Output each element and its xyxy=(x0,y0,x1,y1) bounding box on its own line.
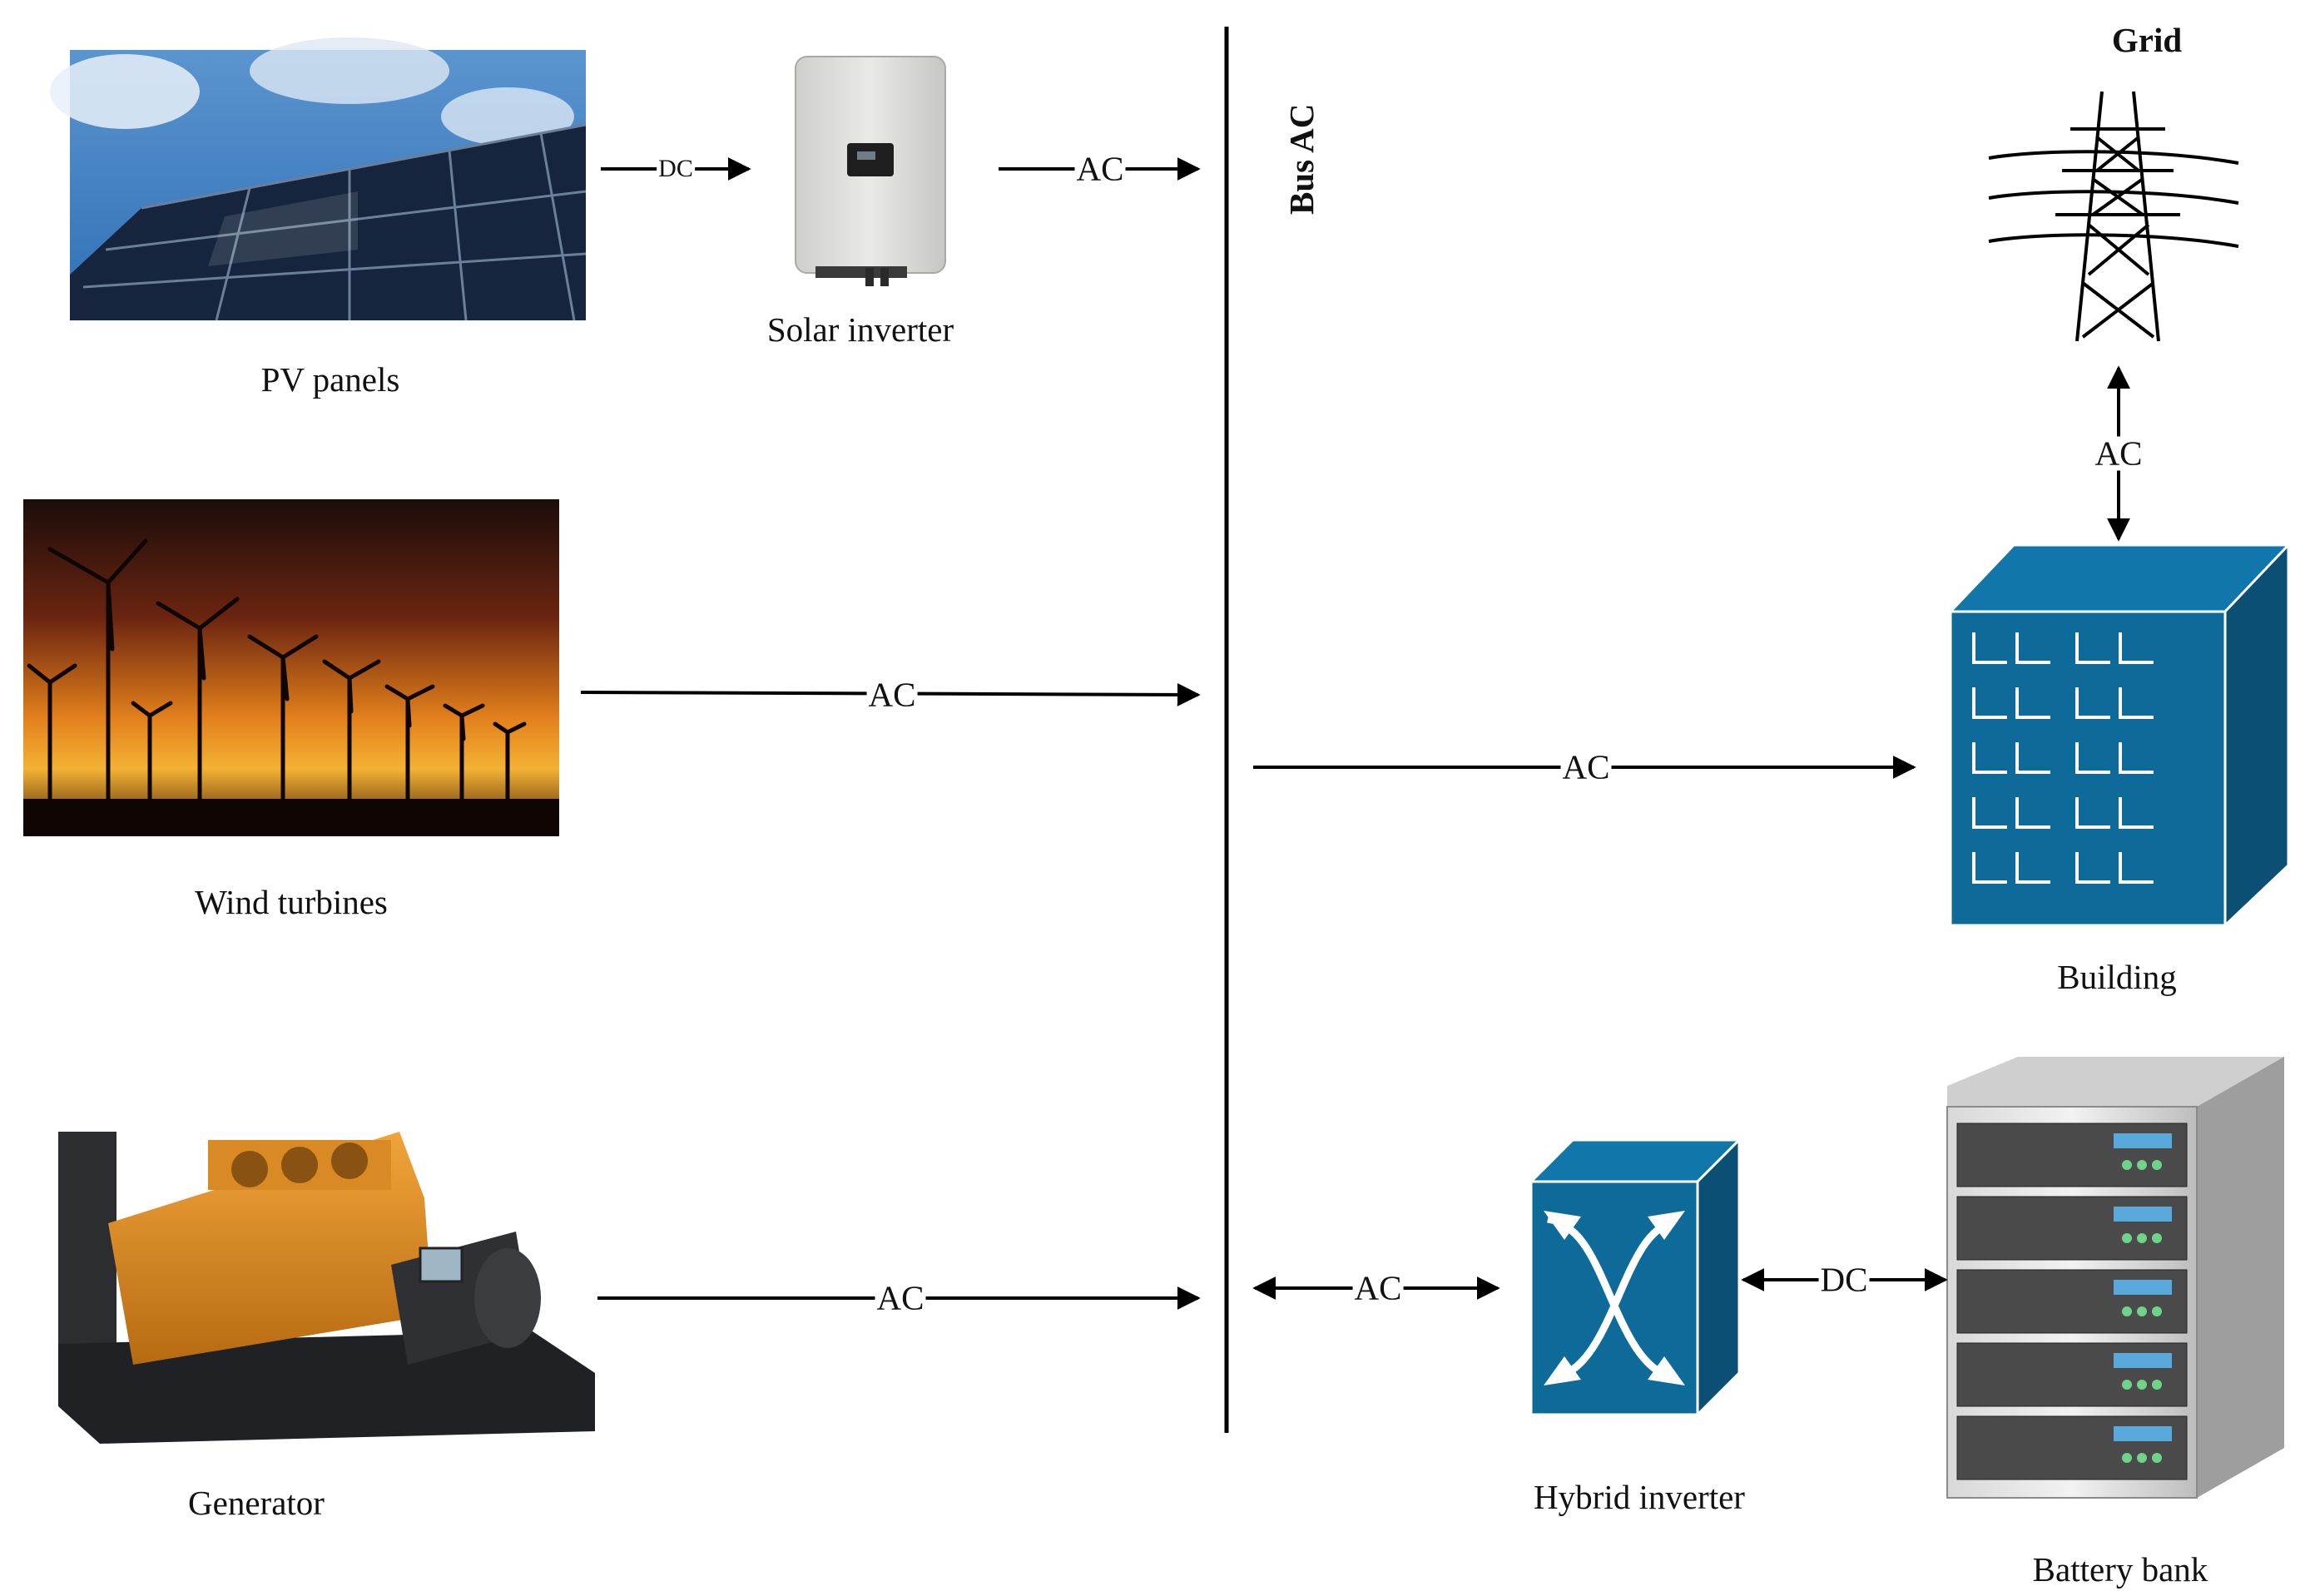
pv-inverter-dc-label: DC xyxy=(657,155,695,182)
building-window xyxy=(2075,797,2110,829)
building-window xyxy=(1972,797,2007,829)
battery-unit-led xyxy=(2137,1453,2147,1463)
building-window xyxy=(2075,632,2110,664)
bus-hybrid-ac-label: AC xyxy=(1352,1268,1404,1307)
generator-bus-ac-label: AC xyxy=(875,1278,926,1317)
battery-bank-icon xyxy=(1946,1057,2284,1499)
battery-unit-led xyxy=(2152,1160,2162,1170)
battery-unit-led xyxy=(2122,1306,2132,1316)
building-window xyxy=(2119,742,2154,774)
battery-unit-led xyxy=(2137,1380,2147,1390)
battery-unit xyxy=(1956,1123,2188,1187)
building-window xyxy=(2075,687,2110,719)
solar-inverter-image xyxy=(795,56,946,286)
building-window xyxy=(1972,742,2007,774)
wind-turbines-label: Wind turbines xyxy=(195,883,388,921)
pv-panels-image xyxy=(50,37,587,321)
building-icon xyxy=(1947,542,2292,929)
battery-unit-led xyxy=(2122,1380,2132,1390)
building-window xyxy=(1972,632,2007,664)
battery-unit-led xyxy=(2152,1233,2162,1243)
building-window xyxy=(2015,742,2050,774)
building-window xyxy=(1972,687,2007,719)
bus-ac-label: Bus AC xyxy=(1282,103,1321,215)
battery-unit-led xyxy=(2152,1380,2162,1390)
hybrid-inverter-label: Hybrid inverter xyxy=(1534,1478,1745,1516)
building-window xyxy=(2075,852,2110,884)
hybrid-inverter-icon xyxy=(1528,1137,1742,1418)
inverter-bus-ac-label: AC xyxy=(1074,149,1126,188)
battery-unit-led xyxy=(2137,1160,2147,1170)
building-window xyxy=(2119,632,2154,664)
building-label: Building xyxy=(2057,958,2177,996)
battery-unit-led xyxy=(2122,1160,2132,1170)
battery-unit-display xyxy=(2114,1207,2172,1222)
building-window xyxy=(2015,687,2050,719)
hybrid-battery-dc-label: DC xyxy=(1818,1260,1870,1299)
battery-unit-display xyxy=(2114,1353,2172,1368)
battery-bank-label: Battery bank xyxy=(2032,1550,2208,1589)
building-window xyxy=(2015,797,2050,829)
building-window xyxy=(1972,852,2007,884)
generator-image xyxy=(58,1132,595,1444)
generator-label: Generator xyxy=(188,1484,325,1522)
grid-tower-icon xyxy=(1988,91,2239,342)
building-window xyxy=(2075,742,2110,774)
building-grid-ac-label: AC xyxy=(2093,434,2144,473)
battery-unit-display xyxy=(2114,1280,2172,1295)
battery-unit-display xyxy=(2114,1133,2172,1148)
grid-label: Grid xyxy=(2111,21,2183,59)
battery-unit-led xyxy=(2152,1306,2162,1316)
wind-bus-ac-label: AC xyxy=(866,675,918,714)
battery-unit xyxy=(1956,1415,2188,1480)
building-window xyxy=(2119,797,2154,829)
battery-unit-display xyxy=(2114,1426,2172,1441)
bus-building-ac-label: AC xyxy=(1560,747,1612,786)
battery-unit xyxy=(1956,1196,2188,1261)
wind-turbines-image xyxy=(23,499,559,836)
building-window xyxy=(2015,632,2050,664)
solar-inverter-label: Solar inverter xyxy=(766,310,954,349)
building-window xyxy=(2015,852,2050,884)
building-window xyxy=(2119,852,2154,884)
battery-unit-led xyxy=(2137,1306,2147,1316)
battery-unit-led xyxy=(2152,1453,2162,1463)
battery-unit-led xyxy=(2137,1233,2147,1243)
battery-unit-led xyxy=(2122,1453,2132,1463)
battery-unit xyxy=(1956,1342,2188,1407)
battery-unit xyxy=(1956,1269,2188,1334)
battery-unit-led xyxy=(2122,1233,2132,1243)
pv-panels-label: PV panels xyxy=(260,360,400,399)
building-window xyxy=(2119,687,2154,719)
